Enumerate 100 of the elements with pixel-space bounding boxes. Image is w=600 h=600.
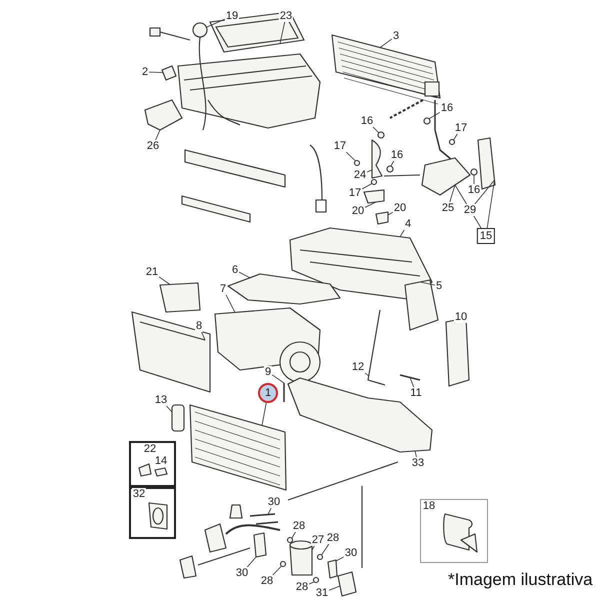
connector xyxy=(149,27,190,41)
seal-ring xyxy=(377,131,385,139)
pipe xyxy=(384,174,420,177)
leader-line xyxy=(414,450,417,458)
callout-number: 20 xyxy=(392,202,408,214)
callout-number: 4 xyxy=(404,218,412,230)
evaporator xyxy=(189,404,287,491)
callout-number: 32 xyxy=(132,488,146,500)
callout-number: 10 xyxy=(454,311,468,323)
air-duct xyxy=(184,149,286,188)
seal-ring xyxy=(470,168,478,176)
bracket xyxy=(179,555,197,579)
nut xyxy=(312,576,320,584)
callout-number: 33 xyxy=(410,457,426,469)
receiver-drier xyxy=(289,540,313,576)
leader-line xyxy=(410,377,414,388)
blower-housing xyxy=(214,307,321,383)
callout-number: 28 xyxy=(260,575,274,587)
leader-line xyxy=(346,152,356,162)
callout-number: 11 xyxy=(409,387,423,399)
callout-number: 17 xyxy=(454,122,468,134)
leader-line xyxy=(148,72,164,73)
callout-number: 1 xyxy=(258,383,278,403)
hose xyxy=(390,99,424,119)
leader-line xyxy=(364,372,370,376)
refrigerant-pipe xyxy=(198,547,250,566)
callout-number: 25 xyxy=(440,202,456,214)
leader-line xyxy=(364,202,376,208)
refrigerant-pipe xyxy=(225,524,280,535)
callout-number: 16 xyxy=(390,149,404,161)
callout-number: 22 xyxy=(142,443,158,455)
leader-line xyxy=(206,18,226,28)
callout-number: 16 xyxy=(440,102,454,114)
leader-line xyxy=(166,406,172,412)
seal xyxy=(171,404,185,432)
control-knob xyxy=(192,22,208,38)
callout-number: 28 xyxy=(294,581,310,593)
leader-line xyxy=(400,230,405,238)
screw xyxy=(354,160,360,166)
callout-number: 19 xyxy=(224,10,240,22)
leader-line xyxy=(486,180,495,228)
leader-line xyxy=(246,556,256,568)
seal-ring xyxy=(423,117,431,125)
callout-number: 17 xyxy=(332,140,348,152)
callout-number: 28 xyxy=(292,520,306,532)
bolt xyxy=(256,521,278,525)
leader-line xyxy=(262,402,267,426)
wiring-harness xyxy=(198,36,241,131)
leader-line xyxy=(474,180,495,204)
callout-number: 2 xyxy=(140,66,150,78)
callout-number: 5 xyxy=(434,280,444,292)
leader-line xyxy=(380,38,392,48)
callout-number: 16 xyxy=(466,184,482,196)
callout-number: 6 xyxy=(230,264,240,276)
heater-frame xyxy=(209,11,305,53)
inset-frame xyxy=(420,499,488,563)
blower-cover xyxy=(227,273,341,305)
callout-number: 28 xyxy=(326,532,340,544)
leader-line xyxy=(201,332,206,340)
leader-line xyxy=(312,546,315,550)
clip xyxy=(161,65,177,81)
screw xyxy=(448,138,456,146)
leader-line xyxy=(238,272,250,278)
bracket xyxy=(253,532,267,558)
callout-number: 30 xyxy=(266,496,282,508)
callout-number: 27 xyxy=(310,534,326,546)
callout-number: 13 xyxy=(154,394,168,406)
callout-number: 21 xyxy=(144,266,160,278)
clip xyxy=(363,189,385,204)
leader-line xyxy=(268,508,272,515)
leader-line xyxy=(453,134,458,140)
inset-frame xyxy=(129,487,176,539)
clip xyxy=(375,211,389,225)
nut xyxy=(280,560,286,568)
leader-line xyxy=(366,170,372,172)
leader-line xyxy=(280,22,286,44)
coolant-pipe xyxy=(434,100,452,161)
bracket xyxy=(144,99,183,131)
callout-number: 20 xyxy=(350,205,366,217)
nut xyxy=(316,554,324,560)
leader-line xyxy=(336,556,344,562)
callout-number: 18 xyxy=(422,500,436,512)
inset-frame xyxy=(129,441,176,487)
leader-line xyxy=(155,130,160,140)
leader-line xyxy=(372,126,380,134)
leader-line xyxy=(328,586,340,591)
air-duct xyxy=(181,195,251,223)
callout-number: 3 xyxy=(392,30,400,42)
leader-line xyxy=(226,294,236,313)
callout-number: 30 xyxy=(234,567,250,579)
leader-line xyxy=(321,544,330,556)
drain-tube xyxy=(309,144,327,213)
callout-number: 16 xyxy=(360,115,374,127)
callout-number: 12 xyxy=(350,361,366,373)
lever xyxy=(400,374,420,381)
bolt xyxy=(250,513,276,517)
leader-line xyxy=(272,566,282,576)
callout-number: 7 xyxy=(218,283,228,295)
leader-line xyxy=(308,582,314,584)
leader-line xyxy=(388,212,394,216)
